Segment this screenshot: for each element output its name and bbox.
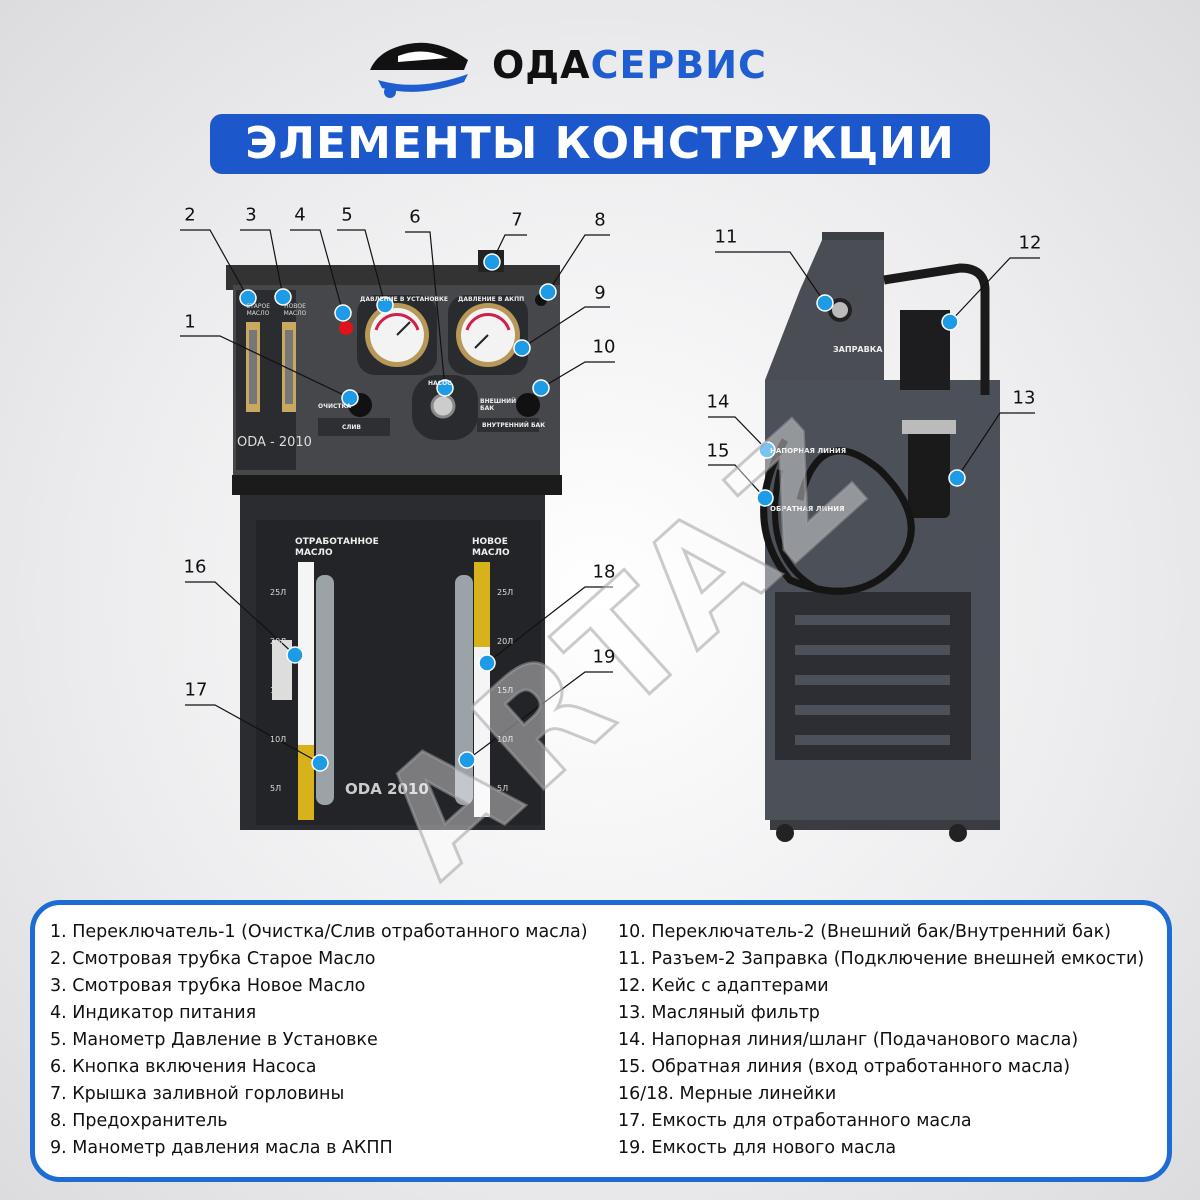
panel-label-external-tank: ВНЕШНИЙ БАК (480, 398, 517, 412)
callout-1: 1 (184, 311, 196, 333)
panel-label-new-oil: НОВОЕ МАСЛО (283, 303, 307, 317)
panel-label-pump: НАСОС (428, 380, 452, 387)
callout-16: 16 (183, 556, 207, 578)
callout-14: 14 (706, 391, 730, 413)
callout-12: 12 (1018, 232, 1042, 254)
legend-item: 13. Масляный фильтр (618, 1003, 820, 1023)
callout-11: 11 (714, 226, 738, 248)
legend-item: 16/18. Мерные линейки (618, 1084, 837, 1104)
legend-item: 19. Емкость для нового масла (618, 1138, 897, 1158)
callout-7: 7 (511, 209, 523, 231)
legend-item: 2. Смотровая трубка Старое Масло (50, 949, 376, 969)
oil-filter (908, 428, 950, 518)
legend-left-column: 1. Переключатель-1 (Очистка/Слив отработ… (50, 919, 588, 1162)
legend-item: 4. Индикатор питания (50, 1003, 257, 1023)
side-label-return-line: ОБРАТНАЯ ЛИНИЯ (770, 505, 845, 513)
cabinet-label-used-oil: ОТРАБОТАННОЕ МАСЛО (295, 537, 379, 558)
panel-label-old-oil: СТАРОЕ МАСЛО (245, 303, 271, 317)
callout-15: 15 (706, 440, 730, 462)
panel-label-cleaning: ОЧИСТКА (318, 403, 352, 410)
page-title: ЭЛЕМЕНТЫ КОНСТРУКЦИИ (210, 114, 990, 174)
panel-label-internal-tank: ВНУТРЕННИЙ БАК (482, 422, 546, 429)
legend-item: 9. Манометр давления масла в АКПП (50, 1138, 393, 1158)
legend-item: 11. Разъем-2 Заправка (Подключение внешн… (618, 949, 1145, 969)
scale-tick: 15Л (270, 686, 287, 695)
callout-3: 3 (245, 204, 257, 226)
pump-button (430, 393, 456, 419)
side-view-machine (760, 232, 1000, 842)
scale-tick: 25Л (270, 588, 287, 597)
legend-item: 14. Напорная линия/шланг (Подачанового м… (618, 1030, 1079, 1050)
callout-18: 18 (592, 561, 616, 583)
scale-new: 25Л 20Л 15Л 10Л 5Л (497, 568, 513, 813)
side-label-fill: ЗАПРАВКА (833, 345, 883, 354)
legend-item: 3. Смотровая трубка Новое Масло (50, 976, 366, 996)
new-oil-tank (455, 575, 473, 805)
used-oil-tank (316, 575, 334, 805)
callout-19: 19 (592, 646, 616, 668)
legend-box: 1. Переключатель-1 (Очистка/Слив отработ… (30, 900, 1172, 1182)
logo-text-service: СЕРВИС (590, 43, 767, 87)
legend-item: 7. Крышка заливной горловины (50, 1084, 345, 1104)
scale-tick: 5Л (497, 784, 509, 793)
callout-17: 17 (184, 679, 208, 701)
switch-2 (516, 393, 540, 417)
scale-tick: 20Л (497, 637, 514, 646)
brand-logo: ОДАСЕРВИС (368, 30, 767, 100)
scale-tick: 5Л (270, 784, 282, 793)
side-label-pressure-line: НАПОРНАЯ ЛИНИЯ (770, 447, 847, 455)
callout-9: 9 (594, 282, 606, 304)
scale-tick: 10Л (270, 735, 287, 744)
callout-5: 5 (341, 204, 353, 226)
callout-4: 4 (294, 204, 306, 226)
hoses (760, 438, 915, 595)
scale-tick: 10Л (497, 735, 514, 744)
legend-item: 12. Кейс с адаптерами (618, 976, 829, 996)
car-wrench-logo-icon (370, 42, 468, 98)
legend-item: 10. Переключатель-2 (Внешний бак/Внутрен… (618, 922, 1111, 942)
legend-item: 6. Кнопка включения Насоса (50, 1057, 317, 1077)
legend-right-column: 10. Переключатель-2 (Внешний бак/Внутрен… (618, 919, 1144, 1162)
cabinet-model-label: ODA 2010 (345, 780, 429, 798)
callout-dots (239, 253, 966, 772)
scale-used: 25Л 20Л 15Л 10Л 5Л (270, 568, 286, 813)
callout-2: 2 (184, 204, 196, 226)
scale-tick: 25Л (497, 588, 514, 597)
legend-item: 8. Предохранитель (50, 1111, 228, 1131)
callout-8: 8 (594, 209, 606, 231)
panel-label-akpp-pressure: ДАВЛЕНИЕ В АКПП (458, 296, 525, 303)
legend-item: 17. Емкость для отработанного масла (618, 1111, 972, 1131)
handle (883, 263, 990, 395)
callout-13: 13 (1012, 387, 1036, 409)
logo-text-oda: ОДА (492, 43, 591, 87)
panel-label-drain: СЛИВ (342, 424, 361, 431)
power-indicator (339, 321, 353, 335)
legend-item: 1. Переключатель-1 (Очистка/Слив отработ… (50, 922, 588, 942)
panel-label-unit-pressure: ДАВЛЕНИЕ В УСТАНОВКЕ (360, 296, 448, 303)
panel-model-label: ODA - 2010 (237, 435, 312, 450)
callout-10: 10 (592, 336, 616, 358)
legend-item: 5. Манометр Давление в Установке (50, 1030, 378, 1050)
scale-tick: 15Л (497, 686, 514, 695)
legend-item: 15. Обратная линия (вход отработанного м… (618, 1057, 1071, 1077)
scale-tick: 20Л (270, 637, 287, 646)
callout-6: 6 (409, 206, 421, 228)
cabinet-label-new-oil: НОВОЕ МАСЛО (472, 537, 510, 558)
